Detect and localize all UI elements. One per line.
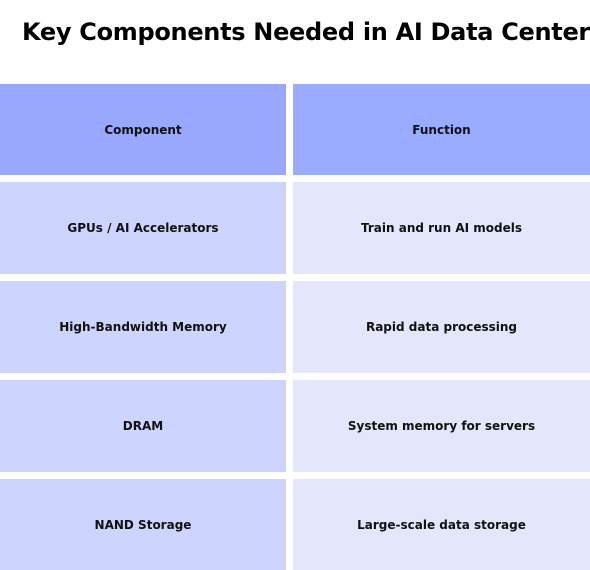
cell-component-row-3: DRAM: [0, 380, 286, 472]
cell-component-row-2: High-Bandwidth Memory: [0, 281, 286, 373]
header-function: Function: [293, 84, 590, 175]
page-title: Key Components Needed in AI Data Centers: [22, 18, 590, 46]
cell-function-row-1: Train and run AI models: [293, 182, 590, 274]
header-component: Component: [0, 84, 286, 175]
cell-function-row-2: Rapid data processing: [293, 281, 590, 373]
cell-component-row-4: NAND Storage: [0, 479, 286, 570]
cell-function-row-3: System memory for servers: [293, 380, 590, 472]
cell-component-row-1: GPUs / AI Accelerators: [0, 182, 286, 274]
components-table: Component Function GPUs / AI Accelerator…: [0, 84, 590, 570]
cell-function-row-4: Large-scale data storage: [293, 479, 590, 570]
